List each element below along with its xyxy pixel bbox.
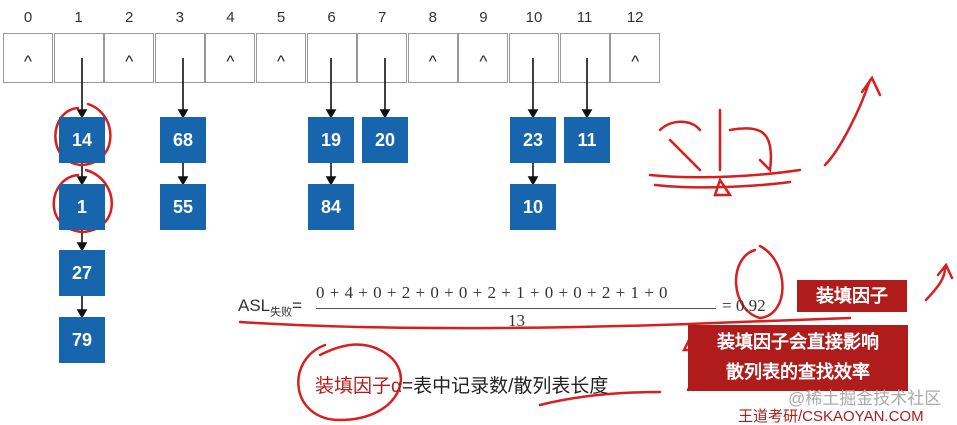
hand-arrow-up-1 — [823, 75, 882, 167]
underline-length — [538, 390, 662, 407]
load-factor-formula: 装填因子α=表中记录数/散列表长度 — [315, 371, 608, 398]
arrow-head — [76, 109, 88, 119]
watermark: @稀土掘金技术社区 — [788, 389, 942, 408]
chain-node: 19 — [308, 117, 354, 163]
asl-numerator: 0 + 4 + 0 + 2 + 0 + 0 + 2 + 1 + 0 + 0 + … — [316, 283, 669, 302]
fraction-bar — [316, 308, 716, 309]
slot-index: 5 — [276, 9, 286, 26]
note-line-1: 装填因子会直接影响 — [717, 332, 879, 352]
chain-node: 11 — [564, 117, 610, 163]
hand-arrow-up-2 — [924, 262, 954, 302]
circle-14 — [54, 102, 112, 167]
chain-node: 20 — [362, 117, 408, 163]
arrow-head — [325, 176, 337, 186]
arrow-head — [379, 109, 391, 119]
table-slot: ^ — [458, 33, 509, 83]
circle-092 — [734, 244, 784, 320]
chain-node: 23 — [510, 117, 556, 163]
slot-index: 8 — [428, 9, 437, 26]
table-slot: ^ — [407, 33, 458, 83]
table-slot — [53, 33, 104, 83]
slot-index: 6 — [327, 9, 336, 26]
table-slot — [154, 33, 205, 83]
slot-index: 1 — [74, 9, 83, 26]
arrow-head — [76, 309, 88, 319]
formula-rest: =表中记录数/散列表长度 — [402, 376, 609, 397]
circle-1 — [52, 168, 113, 234]
chain-node: 10 — [510, 184, 556, 230]
table-slot — [559, 33, 610, 83]
chain-node: 1 — [59, 184, 105, 230]
arrow-head — [527, 176, 539, 186]
hand-success — [648, 108, 802, 197]
slot-index: 4 — [226, 9, 235, 26]
arrow-head — [76, 242, 88, 252]
table-slot: ^ — [256, 33, 306, 83]
circle-term — [297, 343, 402, 422]
table-slot: ^ — [104, 33, 155, 83]
asl-result: = 0.92 — [722, 296, 766, 315]
arrow-head — [325, 109, 337, 119]
asl-denominator: 13 — [508, 311, 525, 330]
load-factor-note: 装填因子会直接影响 散列表的查找效率 — [688, 325, 908, 391]
formula-term: 装填因子α — [315, 376, 402, 397]
chain-node: 55 — [160, 184, 206, 230]
arrow-head — [76, 176, 88, 186]
footer-text: 王道考研/CSKAOYAN.COM — [738, 408, 924, 425]
slot-index: 7 — [378, 9, 387, 26]
arrow-head — [581, 109, 593, 119]
table-slot — [509, 33, 559, 83]
table-slot: ^ — [205, 33, 256, 83]
arrow-head — [177, 109, 189, 119]
table-slot: ^ — [3, 33, 53, 83]
table-slot: ^ — [610, 33, 661, 83]
slot-index: 2 — [125, 9, 134, 26]
slot-index: 12 — [626, 9, 644, 26]
load-factor-tag: 装填因子 — [797, 280, 907, 312]
chain-node: 84 — [308, 184, 354, 230]
chain-node: 68 — [160, 117, 206, 163]
chain-node: 14 — [59, 117, 105, 163]
chain-node: 27 — [59, 250, 105, 296]
chain-node: 79 — [59, 317, 105, 363]
table-slot — [357, 33, 408, 83]
arrow-head — [177, 176, 189, 186]
asl-label: ASL失败= — [238, 296, 303, 319]
slot-index: 10 — [525, 9, 543, 26]
slot-index: 9 — [479, 9, 488, 26]
slot-index: 0 — [23, 9, 33, 26]
note-line-2: 散列表的查找效率 — [726, 362, 870, 382]
underline-asl — [238, 316, 852, 330]
arrow-head — [527, 109, 539, 119]
slot-index: 11 — [576, 9, 593, 26]
slot-index: 3 — [175, 9, 184, 26]
